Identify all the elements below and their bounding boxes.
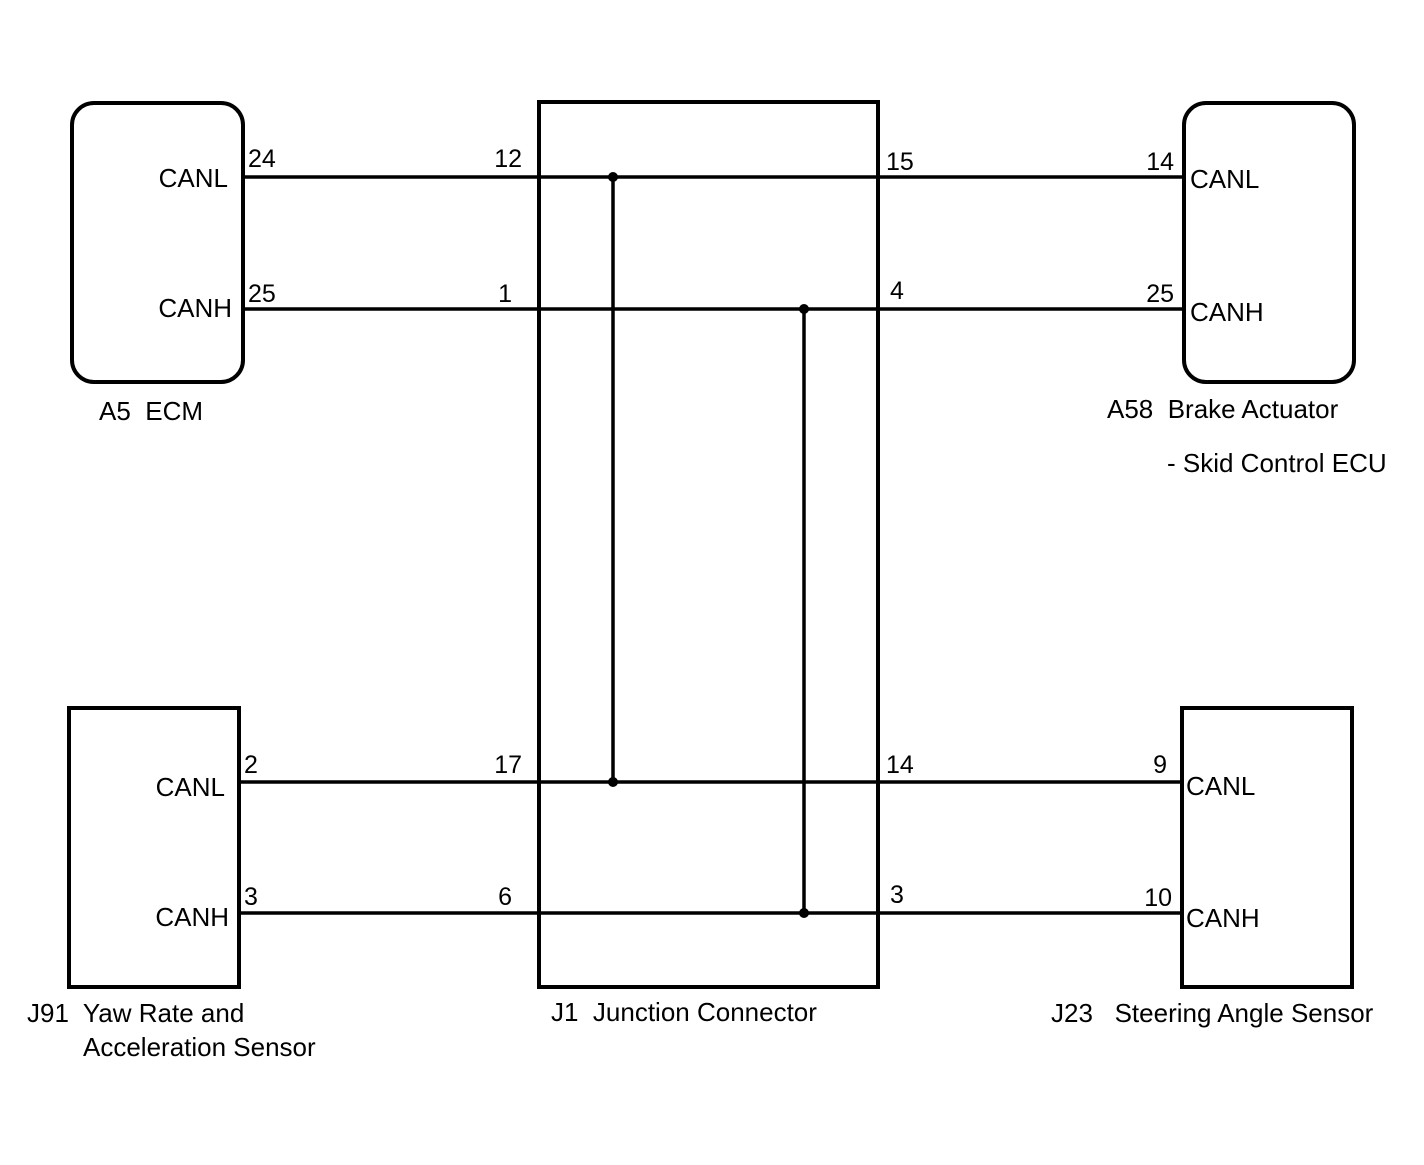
junction-pin: 1 — [498, 280, 512, 308]
steering-canh-label: CANH — [1186, 903, 1260, 933]
junction-dot — [608, 777, 618, 787]
junction-dot — [608, 172, 618, 182]
ecm-box — [70, 101, 245, 384]
steering-canl-label: CANL — [1186, 771, 1255, 801]
steering-name: J23 Steering Angle Sensor — [1051, 998, 1374, 1028]
yaw-rate-sensor-box — [67, 706, 241, 989]
brake-canh-pin: 25 — [1146, 280, 1174, 308]
ecm-canl-pin: 24 — [248, 145, 276, 173]
junction-dot — [799, 304, 809, 314]
steering-angle-sensor-box — [1180, 706, 1354, 989]
brake-name: A58 Brake Actuator — [1107, 394, 1339, 424]
junction-pin: 15 — [886, 148, 914, 176]
brake-name-line2: - Skid Control ECU — [1167, 448, 1387, 478]
brake-actuator-box — [1182, 101, 1356, 384]
brake-canl-pin: 14 — [1146, 148, 1174, 176]
junction-pin: 4 — [890, 277, 904, 305]
ecm-canl-label: CANL — [159, 163, 228, 193]
ecm-canh-label: CANH — [158, 293, 232, 323]
junction-pin: 12 — [494, 145, 522, 173]
ecm-name: A5 ECM — [99, 396, 203, 426]
brake-canh-label: CANH — [1190, 297, 1264, 327]
yaw-canl-pin: 2 — [244, 751, 258, 779]
yaw-canh-pin: 3 — [244, 883, 258, 911]
junction-dot — [799, 908, 809, 918]
yaw-canh-label: CANH — [155, 902, 229, 932]
steering-canh-pin: 10 — [1144, 884, 1172, 912]
junction-pin: 17 — [494, 751, 522, 779]
junction-pin: 14 — [886, 751, 914, 779]
yaw-name-line2: Acceleration Sensor — [83, 1032, 316, 1062]
junction-pin: 3 — [890, 881, 904, 909]
junction-name: J1 Junction Connector — [551, 997, 817, 1027]
junction-connector-box — [537, 100, 880, 989]
brake-canl-label: CANL — [1190, 164, 1259, 194]
yaw-name: J91 Yaw Rate and — [27, 998, 244, 1028]
yaw-canl-label: CANL — [156, 772, 225, 802]
junction-pin: 6 — [498, 883, 512, 911]
ecm-canh-pin: 25 — [248, 280, 276, 308]
steering-canl-pin: 9 — [1153, 751, 1167, 779]
